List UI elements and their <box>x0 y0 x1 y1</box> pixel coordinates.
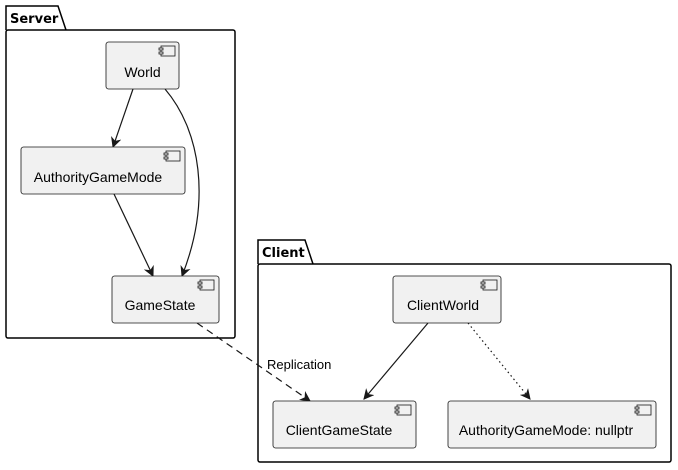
component-label: AuthorityGameMode <box>34 169 163 185</box>
server-package: Server <box>5 5 236 339</box>
edge-clientworld-to-clientgamestate <box>363 322 429 400</box>
edge-world-to-authoritygamemode <box>111 88 134 149</box>
component-icon <box>163 150 181 162</box>
component-label: AuthorityGameMode: nullptr <box>459 422 634 438</box>
component-label: ClientGameState <box>286 422 393 438</box>
component-icon <box>158 45 176 57</box>
component-clientgamestate: ClientGameState <box>272 400 417 449</box>
client-package: Client <box>257 239 672 463</box>
edge-world-to-gamestate <box>164 88 200 278</box>
component-clientworld: ClientWorld <box>392 275 502 324</box>
client-package-tab <box>257 239 314 265</box>
client-package-body <box>257 263 672 463</box>
component-icon <box>197 279 215 291</box>
client-package-title: Client <box>262 246 305 261</box>
edge-clientworld-to-authoritygamemode-nullptr <box>467 322 531 400</box>
component-box <box>392 275 502 324</box>
server-package-tab <box>5 5 67 31</box>
component-gamestate: GameState <box>111 275 220 324</box>
edges <box>111 88 531 402</box>
server-package-title: Server <box>10 12 59 27</box>
component-icon <box>480 279 498 291</box>
component-box <box>111 275 220 324</box>
component-box <box>272 400 417 449</box>
component-icon <box>394 404 412 416</box>
component-world: World <box>105 41 180 90</box>
component-box <box>20 146 186 195</box>
component-icon <box>634 404 652 416</box>
component-authoritygamemode-nullptr: AuthorityGameMode: nullptr <box>447 400 657 449</box>
component-authoritygamemode: AuthorityGameMode <box>20 146 186 195</box>
server-package-body <box>5 29 236 339</box>
component-label: GameState <box>125 297 196 313</box>
component-label: ClientWorld <box>407 297 479 313</box>
edge-replication <box>196 322 311 402</box>
component-box <box>447 400 657 449</box>
edge-authoritygamemode-to-gamestate <box>113 193 154 277</box>
component-label: World <box>124 64 160 80</box>
replication-label: Replication <box>267 357 331 372</box>
